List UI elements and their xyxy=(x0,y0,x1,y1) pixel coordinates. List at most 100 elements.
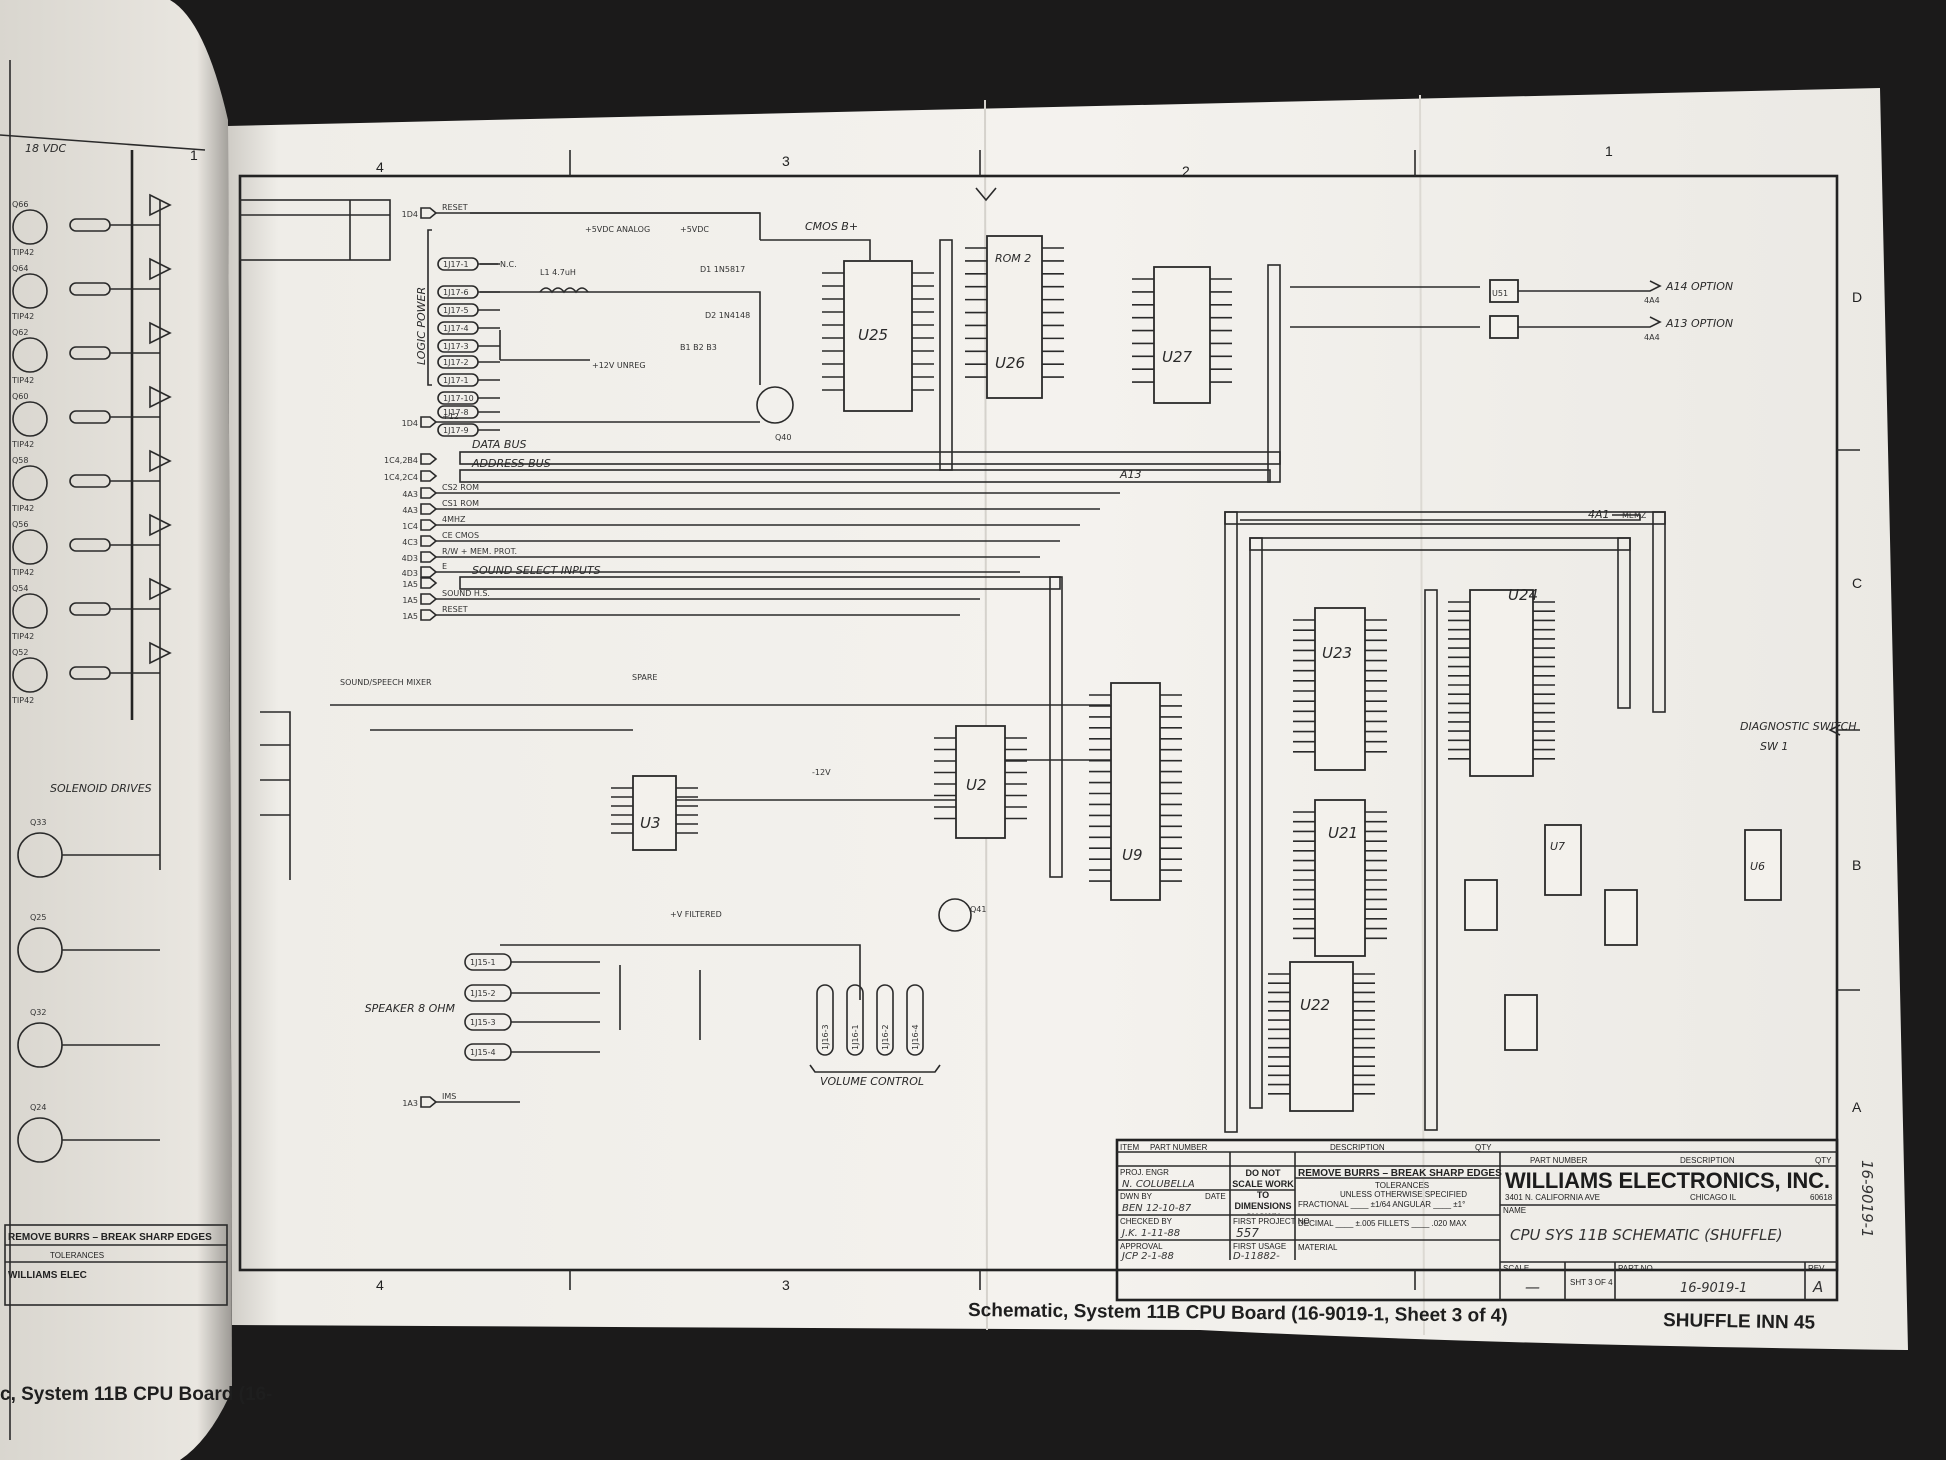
row-label-a: A xyxy=(1852,1099,1862,1115)
chip-u2-label: U2 xyxy=(966,776,987,794)
signal-ref: 1C4,2C4 xyxy=(384,473,418,482)
revision-block xyxy=(239,199,391,261)
chip-u8c xyxy=(1504,994,1538,1051)
spare-label: SPARE xyxy=(632,673,657,682)
main-page xyxy=(228,88,1908,1350)
transistor-label: Q24 xyxy=(30,1103,46,1112)
speaker-pin-label: 1J15-4 xyxy=(470,1048,496,1057)
tb-part-no-value: 16-9019-1 xyxy=(1680,1281,1747,1296)
signal-name: 4MHZ xyxy=(442,515,466,524)
tb-proj-engr: PROJ. ENGR xyxy=(1120,1168,1169,1177)
tb-part-number-2: PART NUMBER xyxy=(1530,1156,1588,1165)
q40-label: Q40 xyxy=(775,433,791,442)
signal-name: RESET xyxy=(442,203,468,212)
volume-control-label: VOLUME CONTROL xyxy=(820,1075,924,1088)
left-remove-burrs: REMOVE BURRS – BREAK SHARP EDGES xyxy=(8,1232,212,1243)
volume-pin-label: 1J16-2 xyxy=(881,1024,890,1050)
sheet-frame: 4 3 2 1 4 3 D C B A xyxy=(238,143,1862,1293)
signal-connector xyxy=(420,566,438,578)
tb-drawn-value: BEN 12-10-87 xyxy=(1122,1203,1192,1214)
tb-decimal: DECIMAL ____ ±.005 FILLETS ____ .020 MAX xyxy=(1298,1219,1467,1228)
signal-connector xyxy=(420,519,438,531)
chip-u22 xyxy=(1289,961,1354,1112)
power-connector-label: 1J17-9 xyxy=(443,426,469,435)
solenoid-drives-label: SOLENOID DRIVES xyxy=(50,782,152,795)
left-supply-label: 18 VDC xyxy=(25,142,66,155)
chip-group: U25 ROM 2 U26 U27 U23 U24 U21 U22 U9 U2 … xyxy=(632,235,1782,1112)
signal-connector xyxy=(420,1096,438,1108)
a13-bus-label: A13 xyxy=(1119,468,1142,481)
transistor-q40 xyxy=(756,386,794,424)
tb-first-usage-value: D-11882- xyxy=(1233,1251,1280,1262)
signal-ref: 1C4,2B4 xyxy=(384,456,418,465)
signal-connector xyxy=(420,470,438,482)
tb-address: 3401 N. CALIFORNIA AVE xyxy=(1505,1193,1600,1202)
transistor xyxy=(12,657,48,693)
transistor xyxy=(12,273,48,309)
left-company: WILLIAMS ELEC xyxy=(8,1270,87,1281)
volume-pin xyxy=(876,984,894,1056)
signal-name: CE CMOS xyxy=(442,531,479,540)
transistor xyxy=(12,209,48,245)
memz-ref: 4A1 xyxy=(1588,508,1610,521)
tb-scale-value: — xyxy=(1525,1278,1540,1296)
column-label-4: 4 xyxy=(376,159,384,175)
signal-ref: 1D4 xyxy=(402,419,418,428)
chip-u22-label: U22 xyxy=(1300,996,1330,1014)
speaker-pin-label: 1J15-3 xyxy=(470,1018,496,1027)
transistor-type: TIP42 xyxy=(11,568,34,577)
transistor-type: TIP42 xyxy=(11,312,34,321)
transistor-q41 xyxy=(938,898,972,932)
row-label-d: D xyxy=(1852,289,1862,305)
chip-u24-label: U24 xyxy=(1508,586,1538,604)
chip-u6-label: U6 xyxy=(1750,860,1765,873)
battery-label: B1 B2 B3 xyxy=(680,343,717,352)
transistor-label: Q32 xyxy=(30,1008,46,1017)
power-connector-label: 1J17-10 xyxy=(443,394,474,403)
chip-u3 xyxy=(632,775,677,851)
chip-u26-label: U26 xyxy=(995,354,1025,372)
a13-option-ref: 4A4 xyxy=(1644,333,1660,342)
tb-zip: 60618 xyxy=(1810,1193,1833,1202)
data-bus-label: DATA BUS xyxy=(472,438,527,451)
chip-u23 xyxy=(1314,607,1366,771)
signal-name: CS1 ROM xyxy=(442,499,479,508)
logic-power-section: LOGIC POWER 1J17-11J17-61J17-51J17-41J17… xyxy=(415,212,871,437)
column-label-1: 1 xyxy=(1605,143,1613,159)
tb-sheet: SHT 3 OF 4 xyxy=(1570,1278,1613,1287)
tb-remove-burrs: REMOVE BURRS – BREAK SHARP EDGES xyxy=(1298,1168,1502,1179)
tb-unless: UNLESS OTHERWISE SPECIFIED xyxy=(1340,1190,1467,1199)
signal-connector xyxy=(420,207,438,219)
title-block: ITEM PART NUMBER DESCRIPTION QTY PART NU… xyxy=(1115,1138,1876,1302)
rom2-label: ROM 2 xyxy=(995,252,1031,265)
unreg-label: +12V UNREG xyxy=(592,361,646,370)
chip-u9-label: U9 xyxy=(1122,846,1143,864)
signal-connector xyxy=(420,503,438,515)
transistor xyxy=(12,465,48,501)
chip-u27-label: U27 xyxy=(1162,348,1193,366)
signal-connector xyxy=(420,551,438,563)
transistor-type: TIP42 xyxy=(11,696,34,705)
tb-first-project-value: 557 xyxy=(1236,1226,1259,1240)
signal-name: RESET xyxy=(442,605,468,614)
row-label-b: B xyxy=(1852,857,1861,873)
address-bus-label: ADDRESS BUS xyxy=(471,457,551,470)
volume-pin xyxy=(846,984,864,1056)
chip-u2 xyxy=(955,725,1006,839)
speaker-pin-label: 1J15-1 xyxy=(470,958,496,967)
tb-item: ITEM xyxy=(1120,1143,1139,1152)
tb-first-project: FIRST PROJECT NO xyxy=(1233,1217,1310,1226)
signal-ref: 1A5 xyxy=(402,580,418,589)
tb-description: DESCRIPTION xyxy=(1330,1143,1385,1152)
signal-ref: 4C3 xyxy=(402,538,418,547)
volume-pin xyxy=(906,984,924,1056)
cmos-label: CMOS B+ xyxy=(805,220,858,233)
signal-ref: 1A5 xyxy=(402,612,418,621)
column-label-3: 3 xyxy=(782,153,790,169)
signal-name: CS2 ROM xyxy=(442,483,479,492)
left-caption: c, System 11B CPU Board (16- xyxy=(0,1384,272,1405)
a13-option-label: A13 OPTION xyxy=(1665,317,1733,330)
volume-pin-label: 1J16-1 xyxy=(851,1024,860,1050)
tb-name-value: CPU SYS 11B SCHEMATIC (SHUFFLE) xyxy=(1510,1226,1783,1244)
tb-tolerances: TOLERANCES xyxy=(1375,1181,1429,1190)
